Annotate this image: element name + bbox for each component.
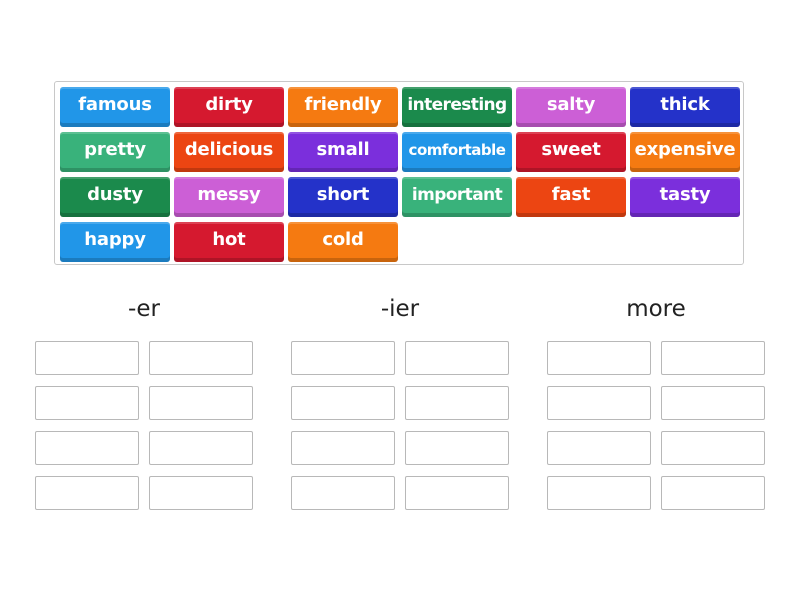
- word-tile-small[interactable]: small: [288, 132, 398, 172]
- word-tile-dusty[interactable]: dusty: [60, 177, 170, 217]
- drop-slot-ier-6[interactable]: [405, 431, 509, 465]
- group-title-ier: -ier: [380, 296, 420, 322]
- drop-slot-more-1[interactable]: [547, 341, 651, 375]
- drop-slot-er-8[interactable]: [149, 476, 253, 510]
- word-tile-cold[interactable]: cold: [288, 222, 398, 262]
- word-tile-important[interactable]: important: [402, 177, 512, 217]
- word-tile-salty[interactable]: salty: [516, 87, 626, 127]
- drop-slot-ier-4[interactable]: [405, 386, 509, 420]
- word-tile-comfortable[interactable]: comfortable: [402, 132, 512, 172]
- word-tile-friendly[interactable]: friendly: [288, 87, 398, 127]
- drop-slot-more-5[interactable]: [547, 431, 651, 465]
- drop-slot-ier-2[interactable]: [405, 341, 509, 375]
- word-tile-fast[interactable]: fast: [516, 177, 626, 217]
- drop-slot-more-7[interactable]: [547, 476, 651, 510]
- group-title-more: more: [626, 296, 686, 322]
- word-tile-short[interactable]: short: [288, 177, 398, 217]
- drop-slot-er-1[interactable]: [35, 341, 139, 375]
- drop-slot-ier-7[interactable]: [291, 476, 395, 510]
- word-tile-expensive[interactable]: expensive: [630, 132, 740, 172]
- drop-slot-more-6[interactable]: [661, 431, 765, 465]
- drop-slot-more-4[interactable]: [661, 386, 765, 420]
- drop-slot-ier-5[interactable]: [291, 431, 395, 465]
- drop-slot-more-8[interactable]: [661, 476, 765, 510]
- word-tile-messy[interactable]: messy: [174, 177, 284, 217]
- drop-slot-er-6[interactable]: [149, 431, 253, 465]
- drop-slot-er-5[interactable]: [35, 431, 139, 465]
- word-tile-famous[interactable]: famous: [60, 87, 170, 127]
- word-tile-tasty[interactable]: tasty: [630, 177, 740, 217]
- word-tile-sweet[interactable]: sweet: [516, 132, 626, 172]
- drop-slot-ier-3[interactable]: [291, 386, 395, 420]
- word-tile-delicious[interactable]: delicious: [174, 132, 284, 172]
- word-tile-pretty[interactable]: pretty: [60, 132, 170, 172]
- drop-slot-er-7[interactable]: [35, 476, 139, 510]
- word-tile-dirty[interactable]: dirty: [174, 87, 284, 127]
- word-tile-thick[interactable]: thick: [630, 87, 740, 127]
- drop-slot-ier-8[interactable]: [405, 476, 509, 510]
- word-tile-hot[interactable]: hot: [174, 222, 284, 262]
- word-tile-interesting[interactable]: interesting: [402, 87, 512, 127]
- drop-slot-er-4[interactable]: [149, 386, 253, 420]
- drop-slot-er-2[interactable]: [149, 341, 253, 375]
- drop-slot-ier-1[interactable]: [291, 341, 395, 375]
- drop-slot-more-3[interactable]: [547, 386, 651, 420]
- drop-slot-er-3[interactable]: [35, 386, 139, 420]
- drop-slot-more-2[interactable]: [661, 341, 765, 375]
- word-tile-happy[interactable]: happy: [60, 222, 170, 262]
- group-title-er: -er: [128, 296, 160, 322]
